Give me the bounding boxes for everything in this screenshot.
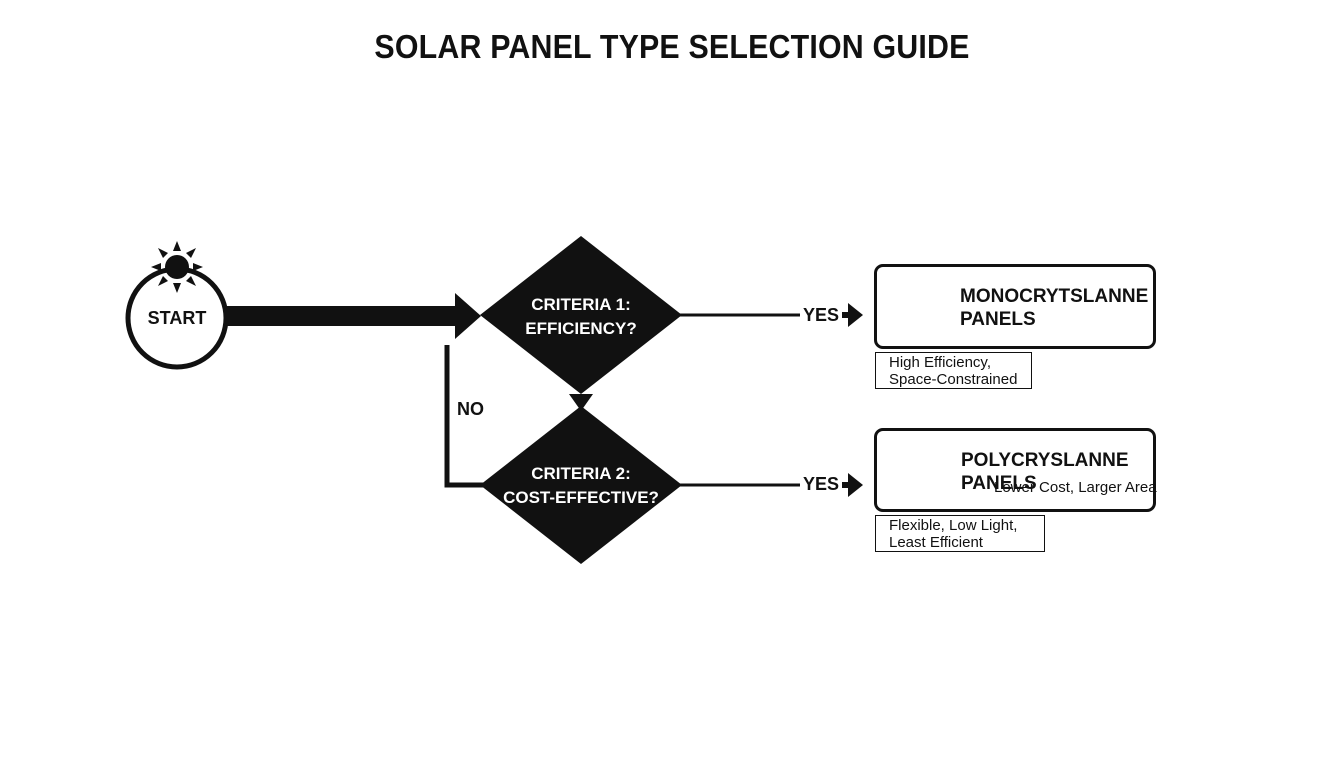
criteria-1-line-1: CRITERIA 1: xyxy=(531,295,631,314)
decision-criteria-1[interactable] xyxy=(480,236,682,394)
sun-icon xyxy=(151,241,203,293)
outcome-1-note: High Efficiency, Space-Constrained xyxy=(875,352,1032,389)
outcome-1-title: MONOCRYTSLANNE PANELS xyxy=(960,285,1148,331)
outcome-1-title-line-1: MONOCRYTSLANNE xyxy=(960,286,1149,307)
criteria-2-line-1: CRITERIA 2: xyxy=(531,464,631,483)
criteria-1-label: CRITERIA 1: EFFICIENCY? xyxy=(500,293,662,341)
page-title: SOLAR PANEL TYPE SELECTION GUIDE xyxy=(374,28,970,65)
outcome-2-note-line-2: Least Efficient xyxy=(889,534,983,551)
yes-label-1: YES xyxy=(803,305,840,325)
yes-line-2 xyxy=(680,473,863,497)
outcome-2-note: Flexible, Low Light, Least Efficient xyxy=(875,515,1045,552)
decision-criteria-2[interactable] xyxy=(480,406,682,564)
outcome-1-title-line-2: PANELS xyxy=(960,309,1036,330)
outcome-2-title-line-1: POLYCRYSLANNE xyxy=(961,450,1129,471)
yes-line-1 xyxy=(680,303,863,327)
no-branch-line xyxy=(444,345,484,488)
criteria-1-line-2: EFFICIENCY? xyxy=(525,319,637,338)
outcome-polycrystalline[interactable]: POLYCRYSLANNE PANELS Lower Cost, Larger … xyxy=(874,428,1157,512)
yes-label-2: YES xyxy=(803,474,840,494)
outcome-2-overlay-text: Lower Cost, Larger Area xyxy=(994,479,1157,496)
criteria-2-label: CRITERIA 2: COST-EFFECTIVE? xyxy=(496,462,666,510)
outcome-2-title-line-2: PANELS xyxy=(961,473,1037,494)
outcome-2-note-line-1: Flexible, Low Light, xyxy=(889,517,1018,534)
outcome-2-title: POLYCRYSLANNE PANELS xyxy=(961,449,1129,495)
start-label: START xyxy=(147,308,207,328)
criteria-2-line-2: COST-EFFECTIVE? xyxy=(503,488,659,507)
arrow-start-to-criteria-1 xyxy=(226,293,481,339)
no-label: NO xyxy=(457,399,484,419)
outcome-1-note-line-2: Space-Constrained xyxy=(889,371,1018,388)
outcome-monocrystalline[interactable]: MONOCRYTSLANNE PANELS xyxy=(874,264,1156,349)
outcome-1-note-line-1: High Efficiency, xyxy=(889,354,991,371)
arrow-criteria-1-to-criteria-2 xyxy=(569,394,593,411)
